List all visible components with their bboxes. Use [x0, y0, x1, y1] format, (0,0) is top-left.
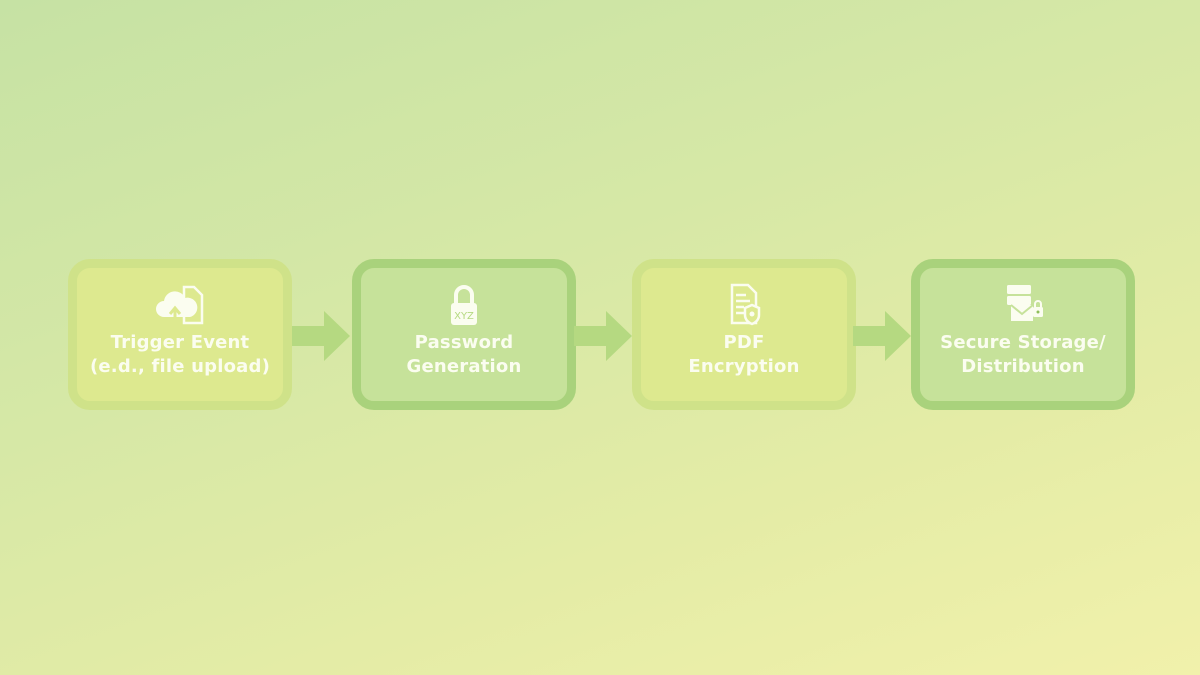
step-label-line1: PDF — [723, 331, 765, 353]
document-shield-icon — [730, 283, 761, 325]
server-envelope-lock-icon — [1007, 284, 1043, 321]
step-label: PDF Encryption — [688, 331, 799, 379]
step-pdf-encryption: PDF Encryption — [632, 259, 856, 410]
svg-text:XYZ: XYZ — [454, 311, 474, 322]
step-label: Trigger Event (e.d., file upload) — [90, 331, 270, 379]
step-label-line2: (e.d., file upload) — [89, 355, 271, 377]
arrow-right-icon — [574, 311, 632, 361]
step-label: Password Generation — [407, 331, 522, 379]
padlock-xyz-icon: XYZ — [451, 284, 477, 325]
step-label-line2: Distribution — [961, 355, 1085, 377]
step-label-line1: Secure Storage/ — [940, 331, 1106, 353]
step-secure-storage-distribution: Secure Storage/ Distribution — [911, 259, 1135, 410]
cloud-upload-file-icon — [156, 285, 204, 324]
step-label: Secure Storage/ Distribution — [940, 331, 1106, 379]
step-label-line1: Password — [414, 331, 514, 353]
arrow-right-icon — [292, 311, 350, 361]
step-label-line2: Encryption — [688, 355, 800, 377]
step-label-line1: Trigger Event — [110, 331, 250, 353]
step-label-line2: Generation — [406, 355, 522, 377]
step-password-generation: XYZ Password Generation — [352, 259, 576, 410]
arrow-right-icon — [853, 311, 911, 361]
step-trigger-event: Trigger Event (e.d., file upload) — [68, 259, 292, 410]
